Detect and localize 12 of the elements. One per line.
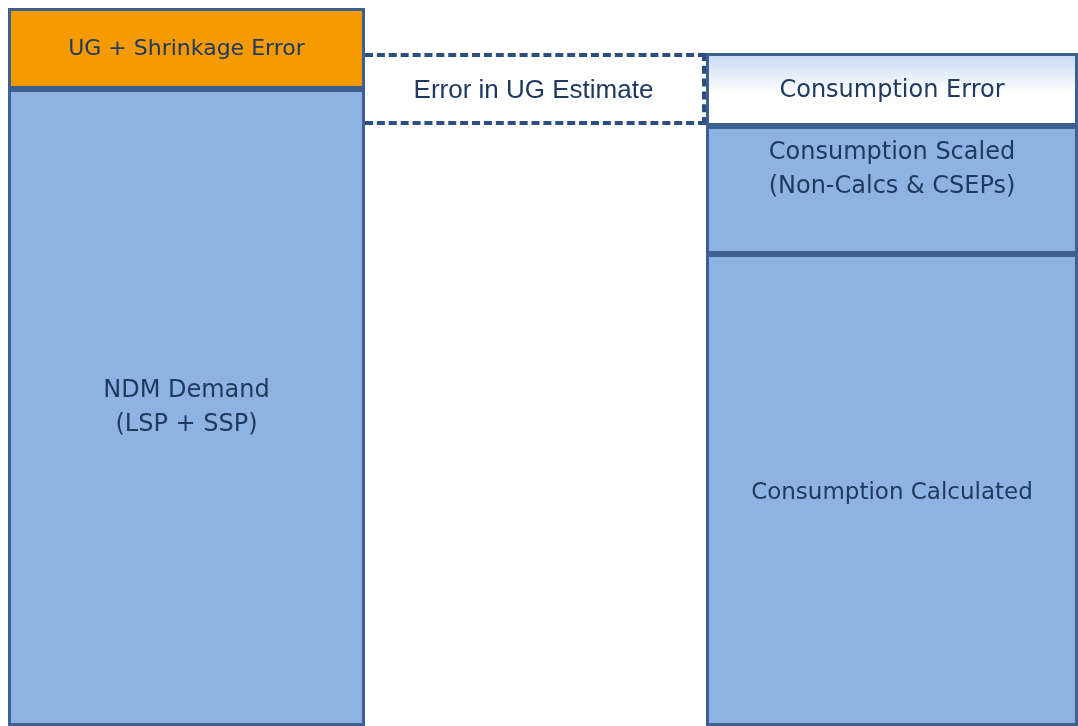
box-label: Consumption Scaled (Non-Calcs & CSEPs) bbox=[767, 136, 1017, 201]
box-label: UG + Shrinkage Error bbox=[68, 34, 305, 63]
consumption-scaled-box bbox=[706, 126, 1078, 254]
box-label: Consumption Error bbox=[779, 73, 1005, 105]
demand-box bbox=[8, 89, 365, 726]
box-label: NDM Demand (LSP + SSP) bbox=[102, 374, 271, 439]
consumption-error-box bbox=[706, 53, 1078, 126]
estimate-error-box bbox=[365, 53, 706, 125]
consumption-calculated-box bbox=[706, 254, 1078, 726]
box-label: Error in UG Estimate bbox=[413, 72, 654, 106]
shrinkage-error-box bbox=[8, 8, 365, 89]
box-label: Consumption Calculated bbox=[751, 477, 1033, 506]
